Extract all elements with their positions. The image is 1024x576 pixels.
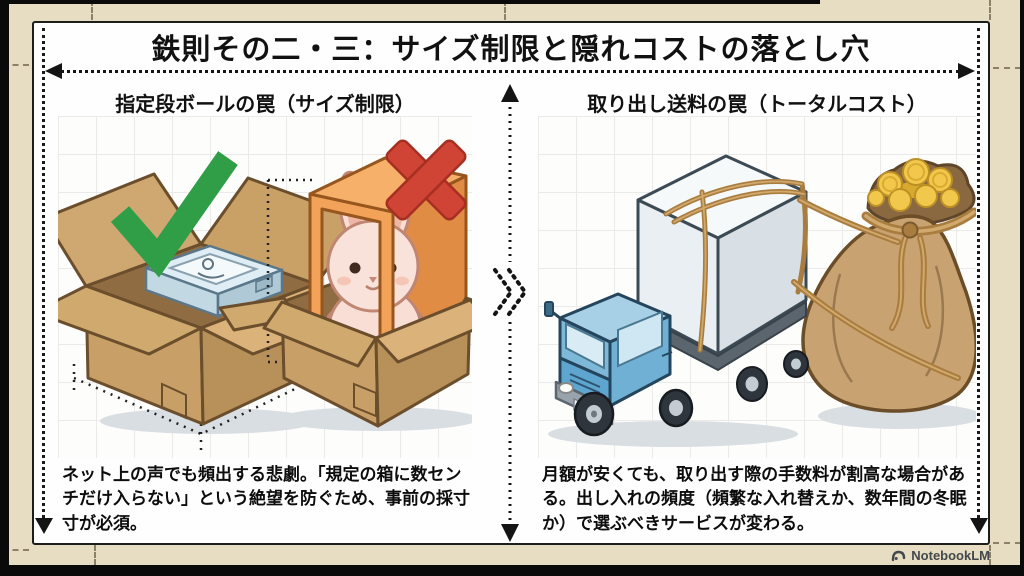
crop-mark [504,0,506,20]
notebooklm-logo-icon [892,550,906,561]
right-dotted-line [977,28,980,518]
watermark: NotebookLM [891,548,990,563]
arrow-up-icon [501,84,519,102]
double-chevron-right-icon [493,268,528,316]
left-panel-header: 指定段ボールの罠（サイズ制限） [115,94,415,116]
cross-icon [385,139,467,221]
arrow-down-icon [501,524,519,542]
tow-rope [791,197,961,381]
neck-rope [861,207,976,331]
letterbox-bar [0,0,820,4]
gold-coins [867,158,960,212]
delivery-truck [544,154,809,437]
arrow-down-icon [35,518,53,534]
crop-mark [2,549,29,551]
crop-mark [993,542,1021,544]
crop-mark [989,0,991,20]
arrow-right-icon [958,63,975,79]
right-panel-header: 取り出し送料の罠（トータルコスト） [587,94,927,116]
truck-cab [544,292,673,426]
center-divider [493,84,528,542]
page-title: 鉄則その二・三：サイズ制限と隠れコストの落とし穴 [151,34,871,66]
letterbox-bar [1020,0,1024,576]
watermark-label: NotebookLM [911,548,990,563]
rejected-box-illustration [218,139,472,431]
letterbox-bar [0,565,1024,576]
crop-mark [993,67,1021,69]
rear-wheels [736,350,809,402]
crop-mark [91,0,93,20]
horizontal-dotted-arrow [60,70,960,73]
front-wheels [573,388,694,437]
left-dotted-line [42,28,45,518]
crop-mark [94,545,96,565]
checkmark-icon [110,151,238,278]
letterbox-bar [0,0,9,576]
arrow-left-icon [45,63,62,79]
left-panel-caption: ネット上の声でも頻出する悲劇。「規定の箱に数センチだけ入らない」という絶望を防ぐ… [62,465,470,533]
approved-box-illustration [58,151,370,450]
right-panel-illustration [538,116,976,458]
money-bag [801,158,976,413]
cargo-rope [663,179,808,353]
wrapped-parcel [144,244,284,318]
crop-mark [2,64,29,66]
left-panel-illustration [58,116,472,458]
crop-mark [989,545,991,565]
right-panel-caption: 月額が安くても、取り出す際の手数料が割高な場合がある。出し入れの頻度（頻繁な入れ… [542,465,967,533]
arrow-down-icon [970,518,988,534]
